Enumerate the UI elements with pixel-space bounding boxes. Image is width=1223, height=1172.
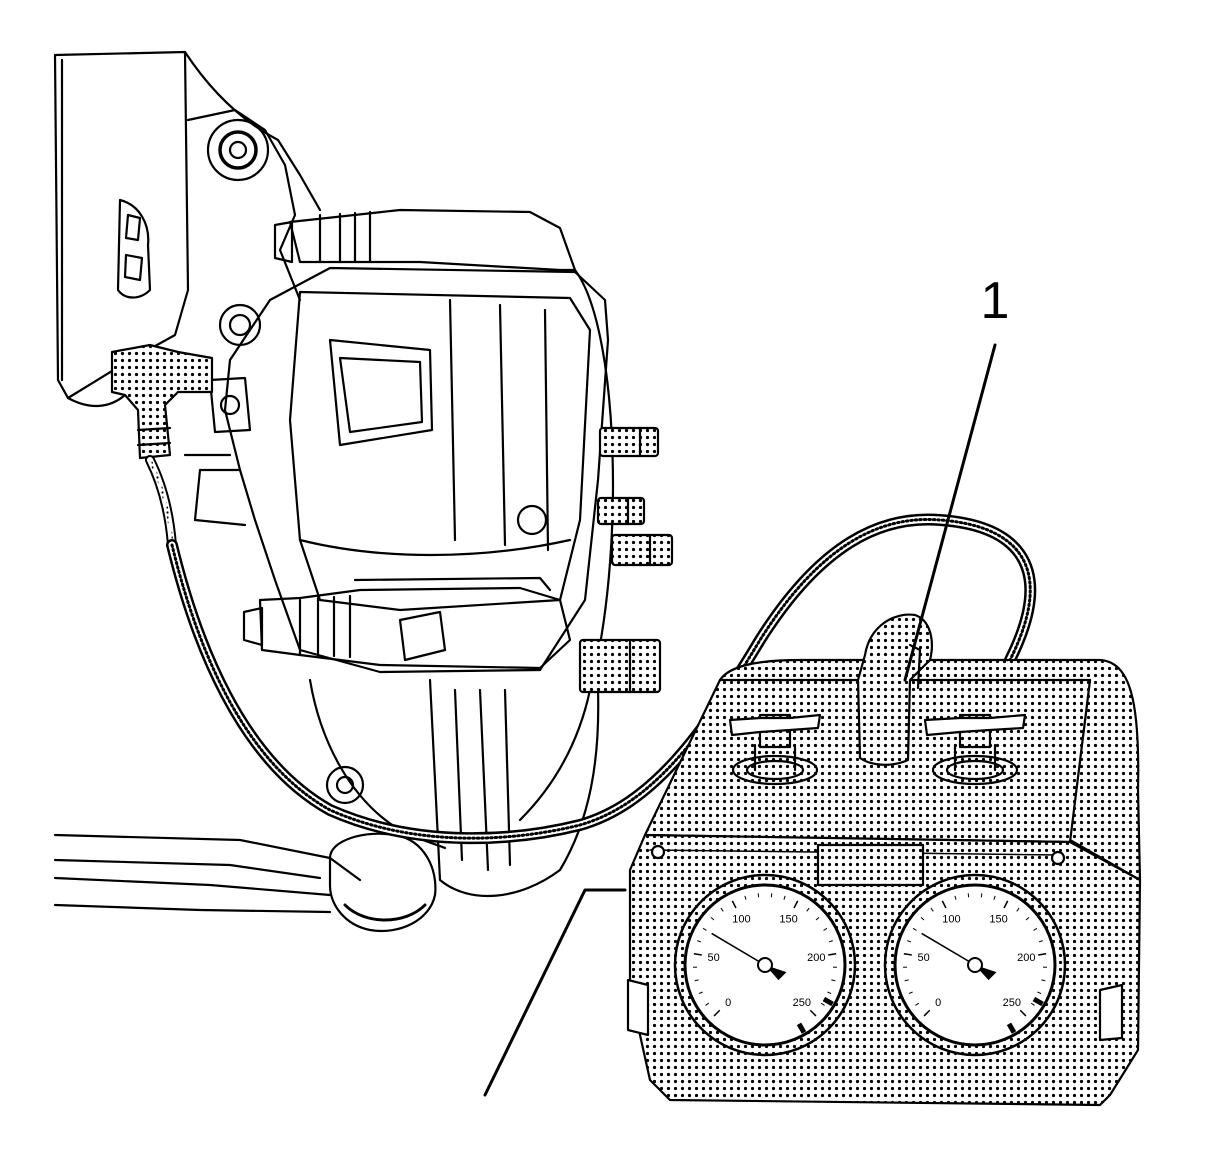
gauge-scale-label: 150	[989, 914, 1007, 926]
gauge-minor-tick	[832, 954, 836, 955]
gauge-hub	[758, 958, 772, 972]
gauge-scale-label: 100	[942, 914, 960, 926]
lower-control-arm	[55, 767, 435, 931]
gauge-scale-label: 250	[793, 997, 811, 1009]
brake-caliper	[185, 210, 608, 672]
gauge-scale-label: 200	[807, 952, 825, 964]
gauge-scale-label: 0	[725, 997, 731, 1009]
gauge-scale-label: 200	[1017, 952, 1035, 964]
gauge-hub	[968, 958, 982, 972]
gauge-minor-tick	[1042, 954, 1046, 955]
gauge-scale-label: 0	[935, 997, 941, 1009]
gauge-scale-label: 250	[1003, 997, 1021, 1009]
gauge-scale-label: 50	[708, 952, 720, 964]
gauge-minor-tick	[694, 954, 698, 955]
wheel-studs	[580, 428, 672, 692]
gauge-scale-label: 50	[918, 952, 930, 964]
knuckle-bolt	[208, 120, 268, 180]
gauge-scale-label: 100	[732, 914, 750, 926]
callout-label-1: 1	[981, 272, 1010, 330]
gauge-minor-tick	[904, 954, 908, 955]
gauge-scale-label: 150	[779, 914, 797, 926]
